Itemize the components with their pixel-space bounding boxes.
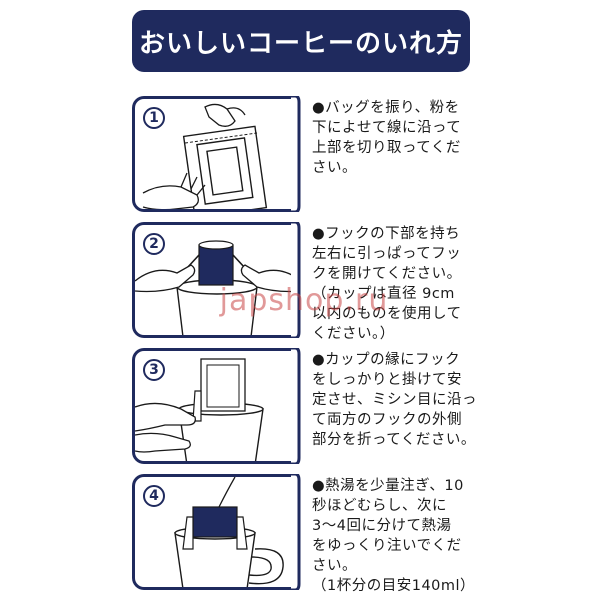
step-4-text: ●熱湯を少量注ぎ、10 秒ほどむらし、次に 3〜4回に分けて熱湯 をゆっくり注い… [312,478,476,594]
step-3-arrow-icon [291,348,301,464]
step-3-number: 3 [143,359,165,381]
step-2-illustration [135,240,298,335]
page-title: おいしいコーヒーのいれ方 [138,28,463,59]
step-2-arrow-icon [291,222,301,338]
step-4-illustration [174,477,284,587]
step-3-panel: 3 [132,348,298,464]
step-2-panel: 2 [132,222,298,338]
step-4-arrow-icon [291,474,301,590]
step-3-text: ●カップの縁にフック をしっかりと掛けて安 定させ、ミシン目に沿っ て両方のフッ… [312,352,477,448]
step-1-illustration [142,103,268,209]
step-1-text: ●バッグを振り、粉を 下によせて線に沿って 上部を切り取ってくだ さい。 [312,100,462,176]
step-1-arrow-icon [291,96,301,212]
title-banner: おいしいコーヒーのいれ方 [132,10,470,72]
step-3-illustration [135,358,264,461]
step-2-number: 2 [143,233,165,255]
step-2-text: ●フックの下部を持ち 左右に引っぱってフッ クを開けてください。 （カップは直径… [312,226,462,342]
step-1-number: 1 [143,107,165,129]
step-1-panel: 1 [132,96,298,212]
watermark-text: japshop.ru [219,283,389,318]
step-4-number: 4 [143,485,165,507]
step-4-panel: 4 [132,474,298,590]
